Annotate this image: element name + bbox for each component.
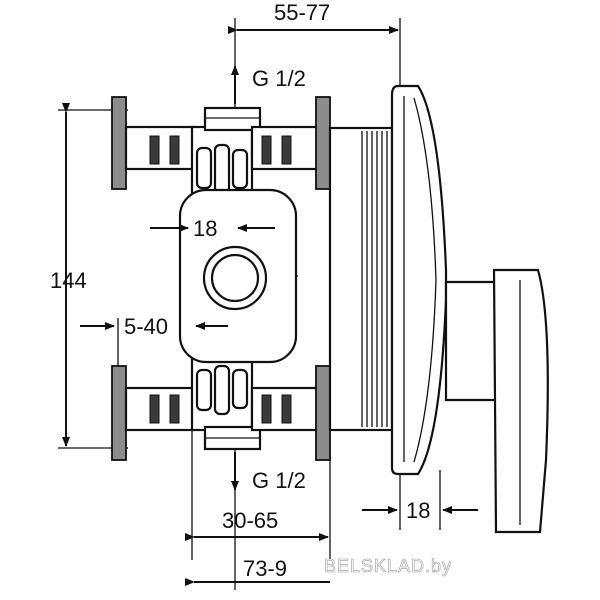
dim-total-depth: 73-9 — [243, 556, 287, 581]
dim-depth: 30-65 — [222, 508, 278, 533]
dim-offset: 5-40 — [124, 314, 168, 339]
dim-port-bottom: G 1/2 — [252, 468, 306, 493]
lever-handle — [444, 268, 549, 534]
dim-height: 144 — [50, 268, 87, 293]
dim-handle-gap: 18 — [406, 498, 430, 523]
dim-bore: 18 — [193, 216, 217, 241]
cover-plate — [390, 84, 448, 476]
dim-port-top: G 1/2 — [252, 66, 306, 91]
watermark: BELSKLAD.by — [324, 556, 452, 576]
dimension-lines — [62, 26, 478, 586]
mounting-body — [111, 96, 394, 461]
thread-lines — [361, 131, 388, 427]
dim-top-width: 55-77 — [274, 0, 330, 25]
